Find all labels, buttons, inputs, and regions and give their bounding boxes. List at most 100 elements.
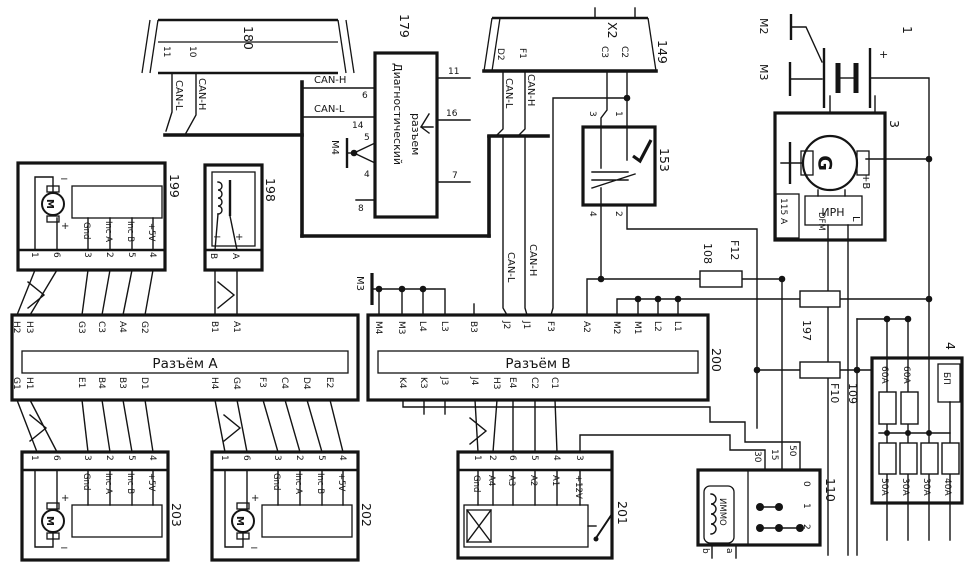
pin-label: C1	[549, 377, 559, 389]
pin-label: B1	[209, 321, 219, 333]
component-1-battery: 1 + M2 M3	[757, 14, 915, 108]
motor-m: M	[234, 516, 245, 526]
pin-number: 1	[472, 455, 482, 461]
c180-pin10: 10	[187, 46, 197, 58]
c179-pin8: 8	[358, 204, 364, 214]
c198-pin-a: A	[230, 253, 240, 260]
c199-5v: +5V	[146, 223, 156, 242]
x2-can-h-label: CAN-H	[525, 74, 536, 106]
c201-a2: A2	[528, 475, 538, 486]
motor-icon	[231, 509, 255, 533]
pin-number: 6	[51, 455, 61, 461]
c199-inca: Inc A	[103, 221, 113, 242]
component-149-x2: X2 149 D2 F1 C3 C2 CAN-L CAN-H CAN-L CAN…	[482, 16, 670, 283]
component-203-stepper: 203 1 6 3 2 5 4 Gnd Inc A Inc B +5V M + …	[20, 450, 184, 562]
component-153-relay: 153 3 1 4 2	[581, 111, 672, 217]
pin-number: 5	[126, 455, 136, 461]
x2-pin-f1: F1	[517, 48, 527, 59]
fuse-197-label: 197	[800, 320, 813, 341]
c153-pin3: 3	[587, 111, 597, 117]
c203-incb: Inc B	[125, 473, 135, 494]
fb-30a-2: 30А	[921, 478, 931, 496]
c198-ref: 198	[263, 178, 278, 202]
motor-icon	[41, 509, 65, 533]
gen-plus-b: +B	[860, 174, 871, 189]
c199-gnd: Gnd	[81, 222, 91, 239]
pin-label: M3	[396, 321, 406, 335]
pin-label: H3	[24, 321, 34, 334]
c180-pin11: 11	[161, 46, 171, 57]
c199-ref: 199	[167, 174, 182, 198]
c179-pin14: 14	[352, 121, 364, 131]
component-3-generator: 3 G ИРН 115 А +B DFM L	[773, 111, 902, 242]
pin-number: 4	[337, 455, 347, 461]
pin-number: 2	[487, 455, 497, 461]
fuse-f12-label: F12	[728, 240, 741, 260]
m2-label: M2	[757, 18, 770, 35]
pin-label: A2	[581, 321, 591, 333]
c110-pin-30: 30	[752, 451, 762, 463]
c110-immo: ИММО	[717, 498, 727, 526]
component-180: 180 10 11 CAN-H CAN-L	[141, 18, 355, 111]
x2-pin-c3: C3	[599, 46, 609, 58]
c201-a4: A4	[486, 475, 496, 486]
gen-g: G	[814, 155, 836, 171]
c202-5v: +5V	[336, 473, 346, 492]
c179-pin16: 16	[446, 109, 458, 119]
c203-plus: +	[61, 493, 69, 504]
pin-number: 2	[104, 252, 114, 258]
c110-pos-1: 1	[801, 503, 811, 509]
component-179-diagnostic-connector: 179 Диагностический разъем CAN-H CAN-L 6…	[314, 14, 459, 219]
pin-number: 6	[51, 252, 61, 258]
band-b-title: Разъём B	[505, 356, 570, 372]
fuse-f10-label: F10	[828, 383, 841, 403]
c201-12v: +12V	[573, 475, 583, 499]
c198-minus: −	[213, 232, 221, 243]
x2-ref: 149	[655, 40, 670, 64]
pin-label: G3	[76, 321, 86, 334]
fuse-labels: F12 108 197 F10 109	[701, 240, 859, 404]
c153-ref: 153	[657, 148, 672, 172]
c153-pin1: 1	[613, 111, 623, 117]
fuse-108-label: 108	[701, 243, 714, 264]
pin-label: D1	[139, 377, 149, 390]
pin-number: 3	[574, 455, 584, 461]
switch-lever-icon	[595, 513, 613, 539]
c198-plus: +	[235, 232, 243, 243]
component-199-stepper: 199 M − + Gnd Inc A Inc B +5V 1 6 3 2 5 …	[16, 161, 182, 272]
gen-dfm: DFM	[816, 212, 826, 231]
c199-minus: −	[60, 174, 68, 185]
pin-number: 5	[126, 252, 136, 258]
fb-60a-2: 60А	[901, 366, 911, 384]
c179-can-l-label: CAN-L	[314, 104, 345, 115]
component-202-stepper: 202 1 6 3 2 5 4 Gnd Inc A Inc B +5V M + …	[210, 450, 374, 562]
c180-ref: 180	[241, 26, 256, 50]
component-198-sensor: 198 − + B A	[203, 163, 278, 272]
pin-label: E2	[324, 377, 334, 388]
fb-40a: 40А	[942, 478, 952, 496]
pin-label: C4	[279, 377, 289, 389]
pin-label: K3	[418, 377, 428, 389]
fb-60a-1: 60А	[879, 366, 889, 384]
pin-label: L3	[439, 321, 449, 332]
c179-m4-label: M4	[329, 140, 340, 155]
pin-label: G2	[139, 321, 149, 334]
c203-gnd: Gnd	[81, 473, 91, 490]
band-a-title: Разъём A	[152, 356, 218, 372]
pin-label: G1	[11, 377, 21, 390]
component-110-ignition-switch: 110 ИММО b a 30 15 50 0 1 2	[696, 445, 838, 554]
x2-pin-c2: C2	[619, 46, 629, 58]
pin-label: H1	[24, 377, 34, 390]
c180-can-h-label: CAN-H	[196, 78, 207, 110]
motor-m: M	[44, 199, 55, 209]
c203-minus: −	[60, 543, 68, 554]
x2-can-l-label: CAN-L	[503, 78, 514, 109]
pin-number: 1	[29, 252, 39, 258]
battery-ref: 1	[900, 26, 915, 34]
c201-a3: A3	[506, 475, 516, 486]
pin-label: E4	[507, 377, 517, 389]
c201-ref: 201	[615, 501, 630, 525]
c179-title-2: разъем	[409, 113, 422, 155]
pin-label: L2	[652, 321, 662, 332]
gen-amp: 115 А	[778, 198, 788, 225]
